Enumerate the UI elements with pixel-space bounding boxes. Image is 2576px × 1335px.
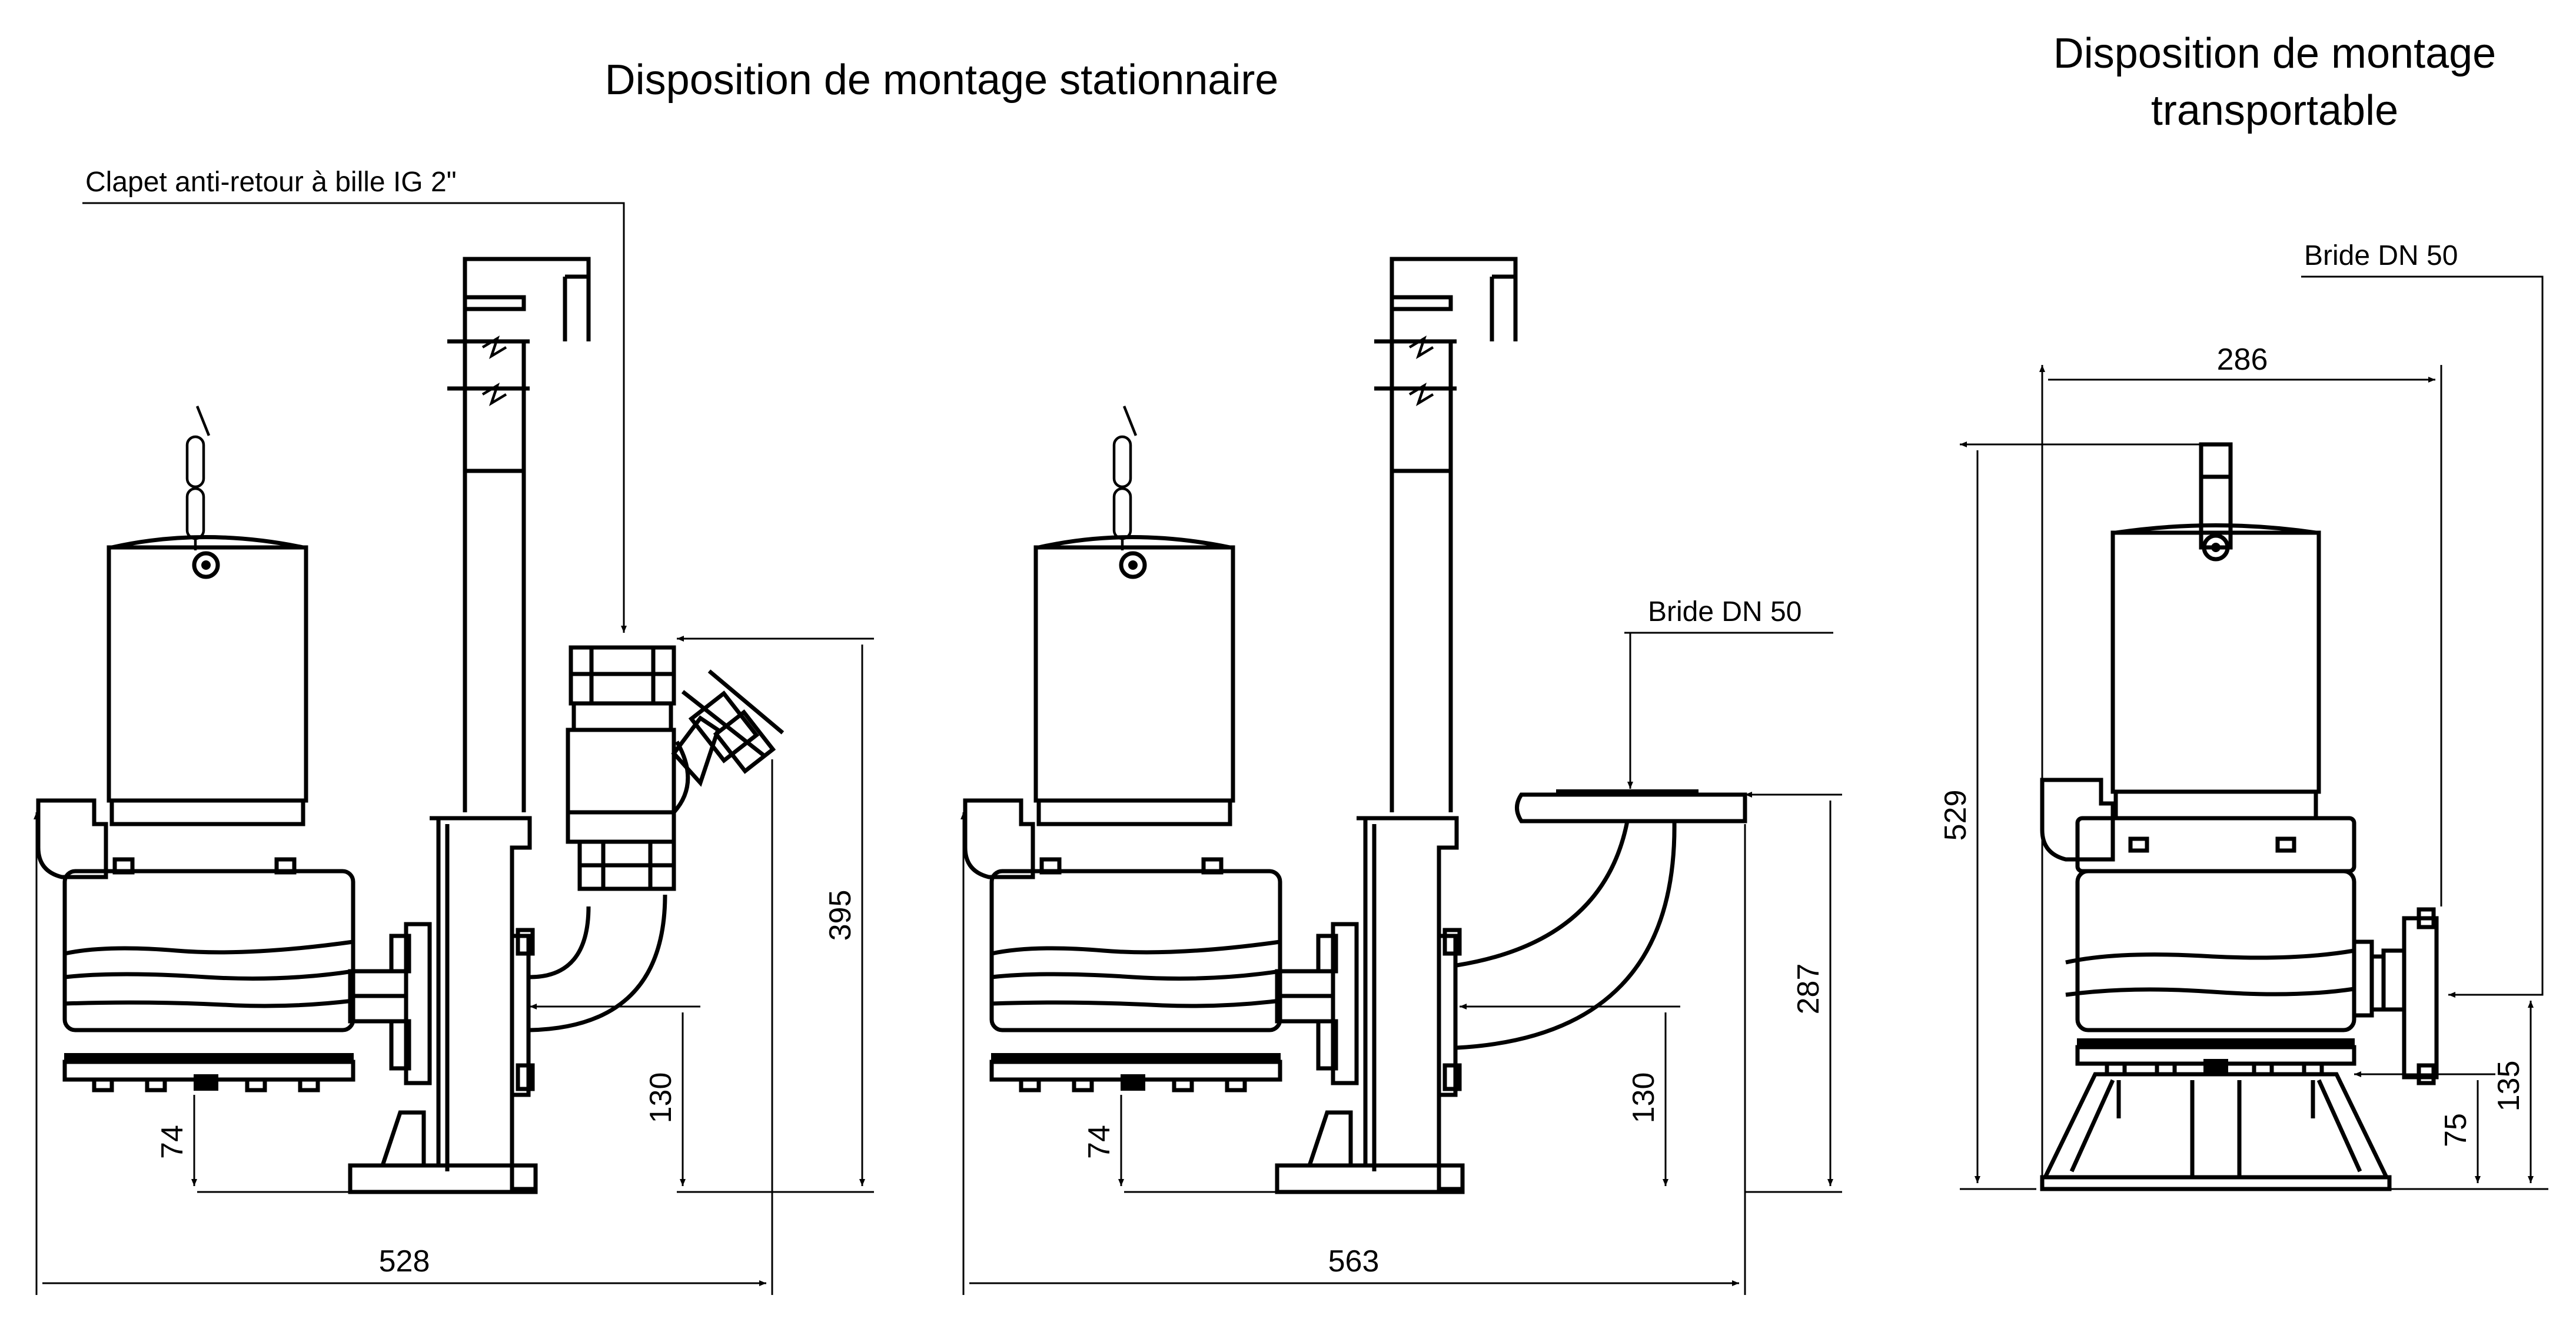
portable-title-line1: Disposition de montage (2053, 30, 2496, 77)
dim-left-height-total: 395 (823, 890, 857, 941)
pump-view-portable: Bride DN 50 286 529 75 135 (1939, 240, 2548, 1191)
dim-center-width: 563 (1328, 1244, 1380, 1278)
flange-right-label: Bride DN 50 (2304, 240, 2458, 271)
dim-right-width: 286 (2217, 343, 2268, 377)
dim-center-height-total: 287 (1791, 964, 1826, 1015)
dim-center-base-height: 74 (1082, 1125, 1116, 1159)
stationary-title: Disposition de montage stationnaire (605, 57, 1279, 104)
flange-center-label: Bride DN 50 (1648, 596, 1801, 627)
dim-left-outlet-height: 130 (644, 1072, 678, 1124)
pump-view-stationary-check-valve: Clapet anti-retour à bille IG 2" 395 130… (36, 167, 874, 1295)
dim-left-base-height: 74 (155, 1125, 190, 1159)
dim-right-base-height: 75 (2439, 1113, 2473, 1147)
check-valve-label: Clapet anti-retour à bille IG 2" (85, 167, 457, 198)
portable-title-line2: transportable (2151, 87, 2398, 134)
dim-right-outlet-height: 135 (2492, 1061, 2526, 1112)
pump-view-stationary-flange: Bride DN 50 287 130 74 563 (963, 259, 1842, 1295)
dim-center-outlet-height: 130 (1627, 1072, 1661, 1124)
dim-right-height: 529 (1939, 790, 1973, 841)
check-valve (566, 645, 785, 891)
dim-left-width: 528 (379, 1244, 430, 1278)
